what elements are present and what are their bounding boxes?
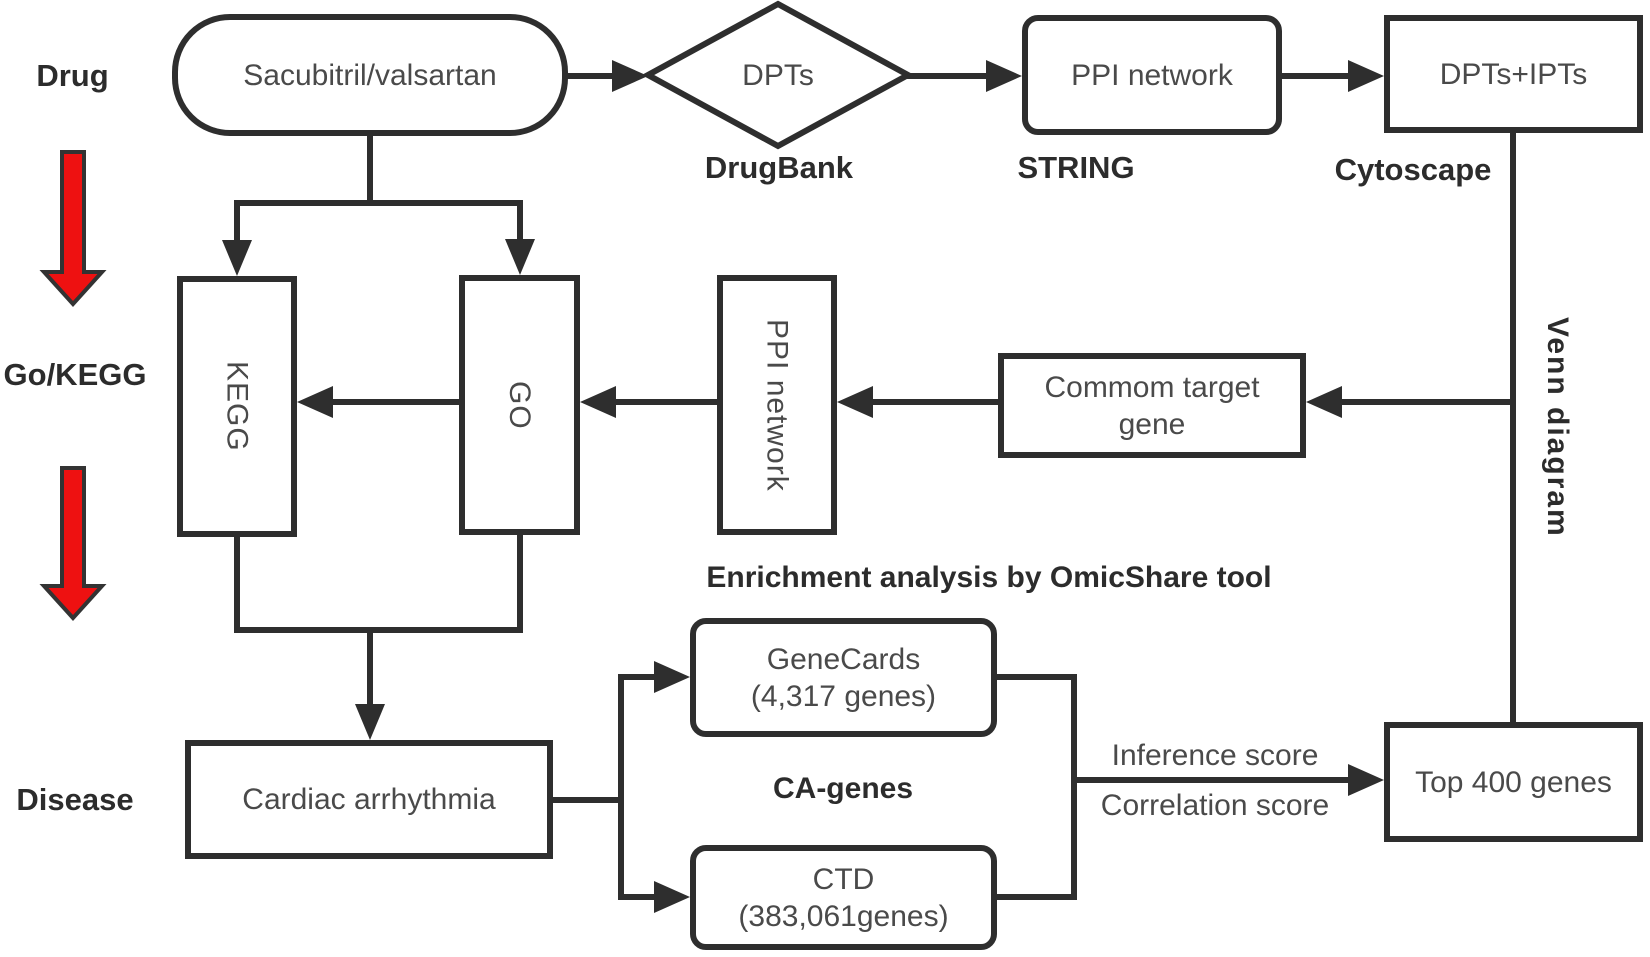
- stage-label-drug: Drug: [36, 58, 109, 93]
- arrowhead-into-go-top: [505, 239, 535, 275]
- arrowhead-into-ppiv-right: [837, 386, 873, 418]
- tool-label-string: STRING: [1017, 150, 1135, 185]
- label-venn-diagram: Venn diagram: [1541, 316, 1574, 538]
- tool-label-cytoscape: Cytoscape: [1334, 152, 1492, 187]
- node-cardiac-arrhythmia: Cardiac arrhythmia: [185, 740, 553, 859]
- arrowhead-into-go-right: [580, 386, 616, 418]
- tool-label-drugbank: DrugBank: [704, 150, 854, 185]
- edge-label-correlation-score: Correlation score: [1100, 789, 1330, 822]
- edge-label-inference-score: Inference score: [1111, 739, 1319, 772]
- node-sacubitril-valsartan: Sacubitril/valsartan: [172, 14, 568, 136]
- label-enrichment-note: Enrichment analysis by OmicShare tool: [706, 561, 1272, 594]
- red-arrow-gokegg-to-disease: [39, 466, 107, 621]
- node-common-target-gene: Commom target gene: [998, 353, 1306, 458]
- arrowhead-into-kegg-top: [222, 240, 252, 276]
- stage-label-disease: Disease: [16, 782, 134, 817]
- arrowhead-into-top400: [1348, 764, 1384, 796]
- node-go: GO: [459, 275, 580, 535]
- label-ca-genes: CA-genes: [772, 772, 914, 805]
- merge-databases-to-top400: [994, 674, 1355, 900]
- node-genecards: GeneCards (4,317 genes): [690, 618, 997, 737]
- arrowheads: [222, 60, 1384, 913]
- node-top-400-genes: Top 400 genes: [1384, 722, 1643, 842]
- node-ppi-network-top: PPI network: [1022, 15, 1282, 135]
- arrowhead-into-dpts: [612, 60, 648, 92]
- node-kegg: KEGG: [177, 276, 297, 537]
- node-ppi-network-vertical: PPI network: [717, 275, 837, 535]
- arrowhead-into-cardiac: [355, 704, 385, 740]
- arrowhead-into-kegg-right: [297, 386, 333, 418]
- red-stage-arrows: [39, 150, 107, 621]
- bracket-kegg-go-to-cardiac: [234, 529, 523, 709]
- arrowhead-into-dptsipts: [1348, 60, 1384, 92]
- arrowhead-into-genecards: [654, 661, 690, 693]
- node-ctd: CTD (383,061genes): [690, 845, 997, 950]
- arrowhead-into-ppi: [986, 60, 1022, 92]
- node-dpts-ipts: DPTs+IPTs: [1384, 15, 1643, 133]
- node-dpts-label: DPTs: [742, 59, 814, 92]
- red-arrow-drug-to-gokegg: [39, 150, 107, 307]
- arrowhead-into-ctd: [654, 881, 690, 913]
- arrowhead-into-common: [1306, 386, 1342, 418]
- stage-label-go-kegg: Go/KEGG: [3, 357, 147, 392]
- branch-sacubitril-to-kegg-go: [234, 130, 523, 247]
- dpts-diamond-shape: [641, 0, 915, 150]
- split-cardiac-to-databases: [550, 674, 659, 900]
